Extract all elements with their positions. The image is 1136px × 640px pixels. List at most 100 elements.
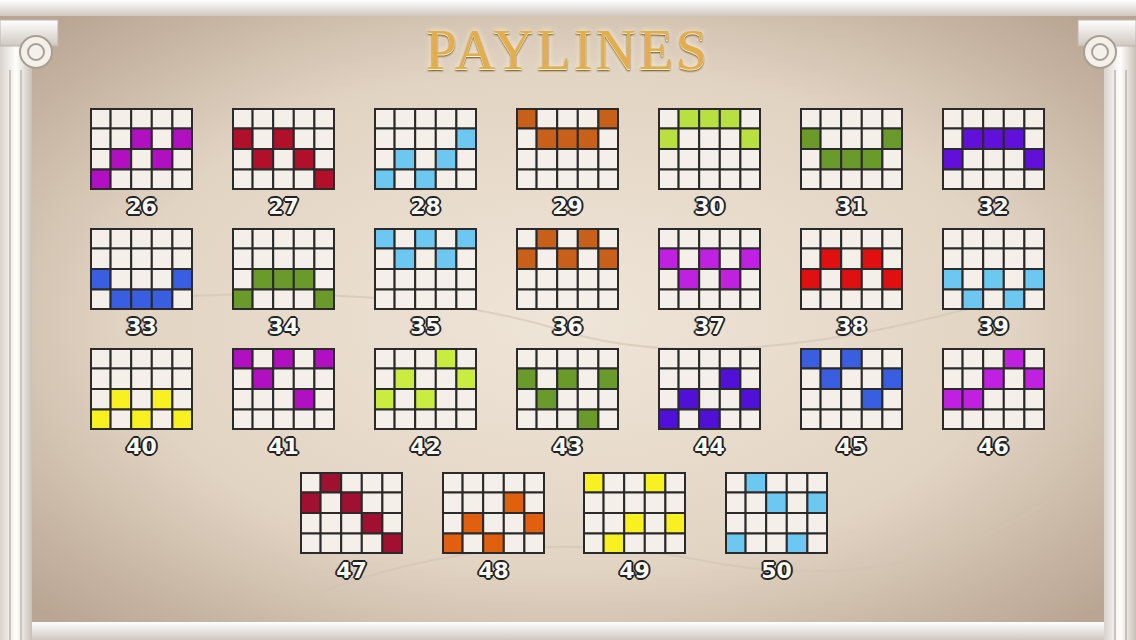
empty-cell	[665, 493, 686, 514]
payline-number: 48	[442, 558, 545, 584]
empty-cell	[172, 149, 193, 170]
empty-cell	[598, 410, 619, 431]
empty-cell	[821, 269, 842, 290]
payline-cell	[374, 170, 395, 191]
empty-cell	[314, 410, 335, 431]
grid-border	[801, 109, 902, 189]
reel-grid	[374, 108, 477, 190]
empty-cell	[273, 170, 294, 191]
payline-cell	[658, 410, 679, 431]
empty-cell	[882, 170, 903, 191]
payline-cell	[807, 493, 828, 514]
empty-cell	[362, 472, 383, 493]
payline-cell	[766, 493, 787, 514]
empty-cell	[314, 149, 335, 170]
empty-cell	[862, 369, 883, 390]
empty-cell	[557, 269, 578, 290]
payline-cell	[862, 149, 883, 170]
empty-cell	[862, 228, 883, 249]
empty-cell	[131, 348, 152, 369]
grid-border	[91, 109, 192, 189]
payline-number: 42	[374, 434, 477, 460]
empty-cell	[1004, 389, 1025, 410]
empty-cell	[294, 290, 315, 311]
empty-cell	[983, 149, 1004, 170]
empty-cell	[658, 290, 679, 311]
empty-cell	[253, 410, 274, 431]
empty-cell	[152, 228, 173, 249]
payline-cell	[537, 129, 558, 150]
empty-cell	[807, 513, 828, 534]
payline-cell	[456, 369, 477, 390]
empty-cell	[942, 348, 963, 369]
payline-cell	[300, 493, 321, 514]
empty-cell	[557, 228, 578, 249]
reel-grid	[658, 108, 761, 190]
empty-cell	[882, 149, 903, 170]
payline-cell	[841, 149, 862, 170]
empty-cell	[963, 170, 984, 191]
empty-cell	[395, 389, 416, 410]
payline-cell	[1004, 129, 1025, 150]
empty-cell	[725, 513, 746, 534]
empty-cell	[374, 249, 395, 270]
payline-number: 47	[300, 558, 403, 584]
empty-cell	[862, 290, 883, 311]
empty-cell	[578, 369, 599, 390]
empty-cell	[524, 493, 545, 514]
empty-cell	[740, 108, 761, 129]
payline-cell	[456, 228, 477, 249]
empty-cell	[374, 129, 395, 150]
payline-cell	[963, 290, 984, 311]
empty-cell	[821, 410, 842, 431]
empty-cell	[232, 410, 253, 431]
payline-number: 31	[800, 194, 903, 220]
reel-grid	[232, 228, 335, 310]
reel-grid	[942, 108, 1045, 190]
empty-cell	[152, 348, 173, 369]
empty-cell	[341, 513, 362, 534]
empty-cell	[314, 129, 335, 150]
empty-cell	[341, 472, 362, 493]
empty-cell	[152, 249, 173, 270]
empty-cell	[111, 228, 132, 249]
empty-cell	[253, 170, 274, 191]
empty-cell	[395, 348, 416, 369]
empty-cell	[983, 249, 1004, 270]
payline-cell	[841, 269, 862, 290]
empty-cell	[983, 228, 1004, 249]
payline-grid: 42	[374, 348, 477, 460]
empty-cell	[679, 228, 700, 249]
payline-cell	[516, 108, 537, 129]
empty-cell	[720, 290, 741, 311]
grid-border	[726, 473, 827, 553]
empty-cell	[537, 348, 558, 369]
empty-cell	[483, 513, 504, 534]
reel-grid	[725, 472, 828, 554]
empty-cell	[800, 170, 821, 191]
payline-cell	[578, 129, 599, 150]
payline-number: 28	[374, 194, 477, 220]
empty-cell	[800, 108, 821, 129]
reel-grid	[90, 228, 193, 310]
empty-cell	[658, 108, 679, 129]
payline-cell	[557, 369, 578, 390]
empty-cell	[131, 108, 152, 129]
empty-cell	[232, 369, 253, 390]
empty-cell	[232, 170, 253, 191]
payline-number: 45	[800, 434, 903, 460]
empty-cell	[699, 170, 720, 191]
empty-cell	[374, 269, 395, 290]
empty-cell	[557, 348, 578, 369]
payline-cell	[557, 249, 578, 270]
empty-cell	[253, 290, 274, 311]
grid-border	[801, 229, 902, 309]
payline-number: 41	[232, 434, 335, 460]
payline-cell	[821, 249, 842, 270]
empty-cell	[583, 513, 604, 534]
empty-cell	[821, 108, 842, 129]
payline-cell	[321, 472, 342, 493]
empty-cell	[679, 348, 700, 369]
payline-cell	[942, 149, 963, 170]
payline-cell	[1024, 149, 1045, 170]
